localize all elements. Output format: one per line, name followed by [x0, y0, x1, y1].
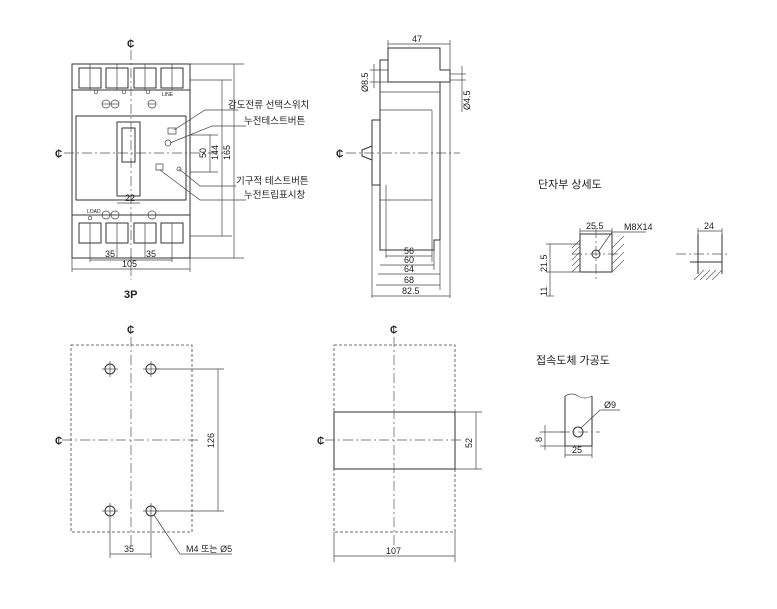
dim-phi-9: Ø9 [604, 400, 616, 410]
callout-trip-indicator: 누전트립표시창 [244, 189, 305, 201]
conductor-detail-title: 접속도체 가공도 [536, 354, 610, 367]
dim-8: 8 [534, 437, 544, 442]
load-label: LOAD [87, 209, 101, 215]
dim-21-5: 21.5 [539, 254, 549, 272]
dim-165: 165 [222, 145, 232, 160]
dim-35-right: 35 [146, 249, 156, 259]
dim-35: 35 [124, 544, 134, 554]
dim-52: 52 [464, 438, 474, 448]
dim-68: 68 [404, 275, 414, 285]
conductor-detail: 접속도체 가공도 Ø9 8 25 [534, 354, 620, 458]
dim-105: 105 [122, 259, 137, 269]
dim-47: 47 [412, 34, 422, 44]
centerline-symbol: ₵ [55, 148, 62, 160]
hatch-area-right [693, 269, 723, 281]
centerline-symbol: ₵ [336, 148, 343, 160]
centerline-symbol: ₵ [317, 435, 324, 447]
dim-144: 144 [210, 145, 220, 160]
dim-25: 25 [572, 445, 582, 455]
line-label: LINE [162, 92, 174, 98]
model-label: 3P [124, 289, 137, 301]
dim-82-5: 82.5 [402, 286, 420, 296]
dim-25-5: 25.5 [586, 221, 604, 231]
terminal-detail: 단자부 상세도 25.5 M8X14 21.5 11 [538, 178, 730, 297]
dim-60: 60 [404, 255, 414, 265]
dim-50: 50 [198, 148, 208, 158]
dim-64: 64 [404, 264, 414, 274]
centerline-symbol: ₵ [127, 324, 134, 336]
front-view: ₵ ₵ LINE [55, 38, 309, 301]
centerline-symbol: ₵ [127, 38, 134, 50]
centerline-symbol: ₵ [390, 324, 397, 336]
dim-126: 126 [206, 433, 216, 448]
dim-107: 107 [386, 546, 401, 556]
screw-spec: M8X14 [624, 222, 653, 232]
dim-phi-4-5: Ø4.5 [462, 90, 472, 110]
mount-hole [102, 361, 118, 377]
dim-22: 22 [125, 193, 135, 203]
dim-56: 56 [404, 246, 414, 256]
callout-leak-test-button: 누전테스트버튼 [244, 116, 305, 127]
dim-11: 11 [539, 287, 549, 296]
centerline-symbol: ₵ [55, 435, 62, 447]
dim-24: 24 [704, 221, 714, 231]
callout-sensitivity-switch: 감도전류 선택스위치 [228, 99, 309, 111]
dim-35-left: 35 [105, 249, 115, 259]
dim-phi-8-5: Ø8.5 [360, 72, 370, 92]
terminal-detail-title: 단자부 상세도 [538, 178, 602, 191]
mounting-hole-view: ₵ ₵ 126 35 [55, 324, 232, 558]
panel-cutout-view: ₵ ₵ 52 107 [317, 324, 482, 562]
mount-hole [102, 503, 118, 519]
callout-fixture-test-button: 기구적 테스트버튼 [236, 175, 309, 187]
side-view: ₵ 47 Ø8.5 Ø4.5 56 [336, 34, 472, 298]
hole-note: M4 또는 Ø5 [186, 544, 232, 554]
